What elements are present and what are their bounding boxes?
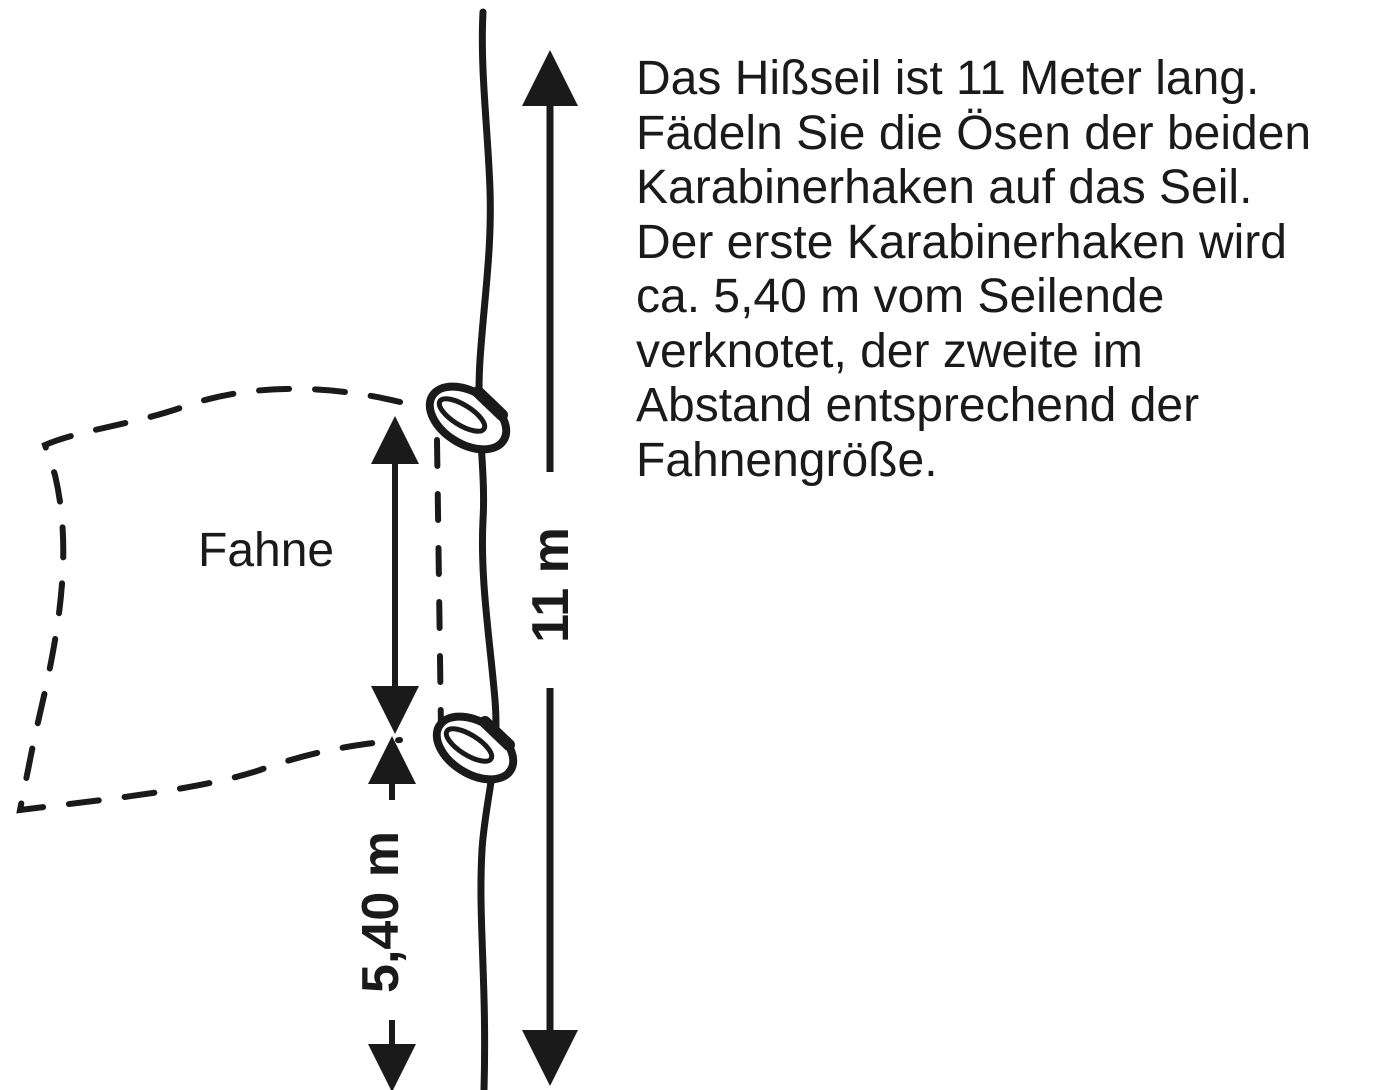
flag-outline [16,385,403,814]
instructions-text: Das Hißseil ist 11 Meter lang. Fädeln Si… [636,52,1396,488]
instruction-line: Fahnengröße. [636,433,938,487]
carabiner-hook-top [425,382,511,454]
instruction-line: Das Hißseil ist 11 Meter lang. [636,52,1260,105]
rope-length-label: 11 m [522,527,580,643]
flag-label: Fahne [198,524,334,577]
hook-distance-label: 5,40 m [352,831,410,993]
instruction-line: ca. 5,40 m vom Seilende [636,270,1165,323]
instruction-line: Karabinerhaken auf das Seil. [636,161,1253,214]
hoist-rope [475,8,500,1090]
flag-edge-dashed [434,437,444,733]
instruction-line: verknotet, der zweite im [636,324,1143,378]
instruction-line: Abstand entsprechend der [636,379,1200,432]
instruction-line: Fädeln Sie die Ösen der beiden [636,106,1312,160]
instruction-line: Der erste Karabinerhaken wird [636,215,1287,269]
carabiner-hook-bottom [432,712,518,784]
